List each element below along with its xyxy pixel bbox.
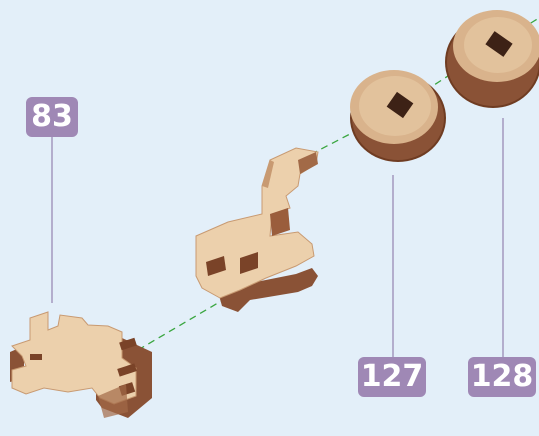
part-127-washer (350, 70, 446, 162)
callout-badge-127: 127 (358, 357, 426, 397)
part-128-washer (445, 10, 539, 108)
part-83-bracket (10, 312, 152, 418)
callout-badge-83: 83 (26, 97, 78, 137)
callout-badge-128: 128 (468, 357, 536, 397)
part-stepped-block (196, 148, 318, 312)
